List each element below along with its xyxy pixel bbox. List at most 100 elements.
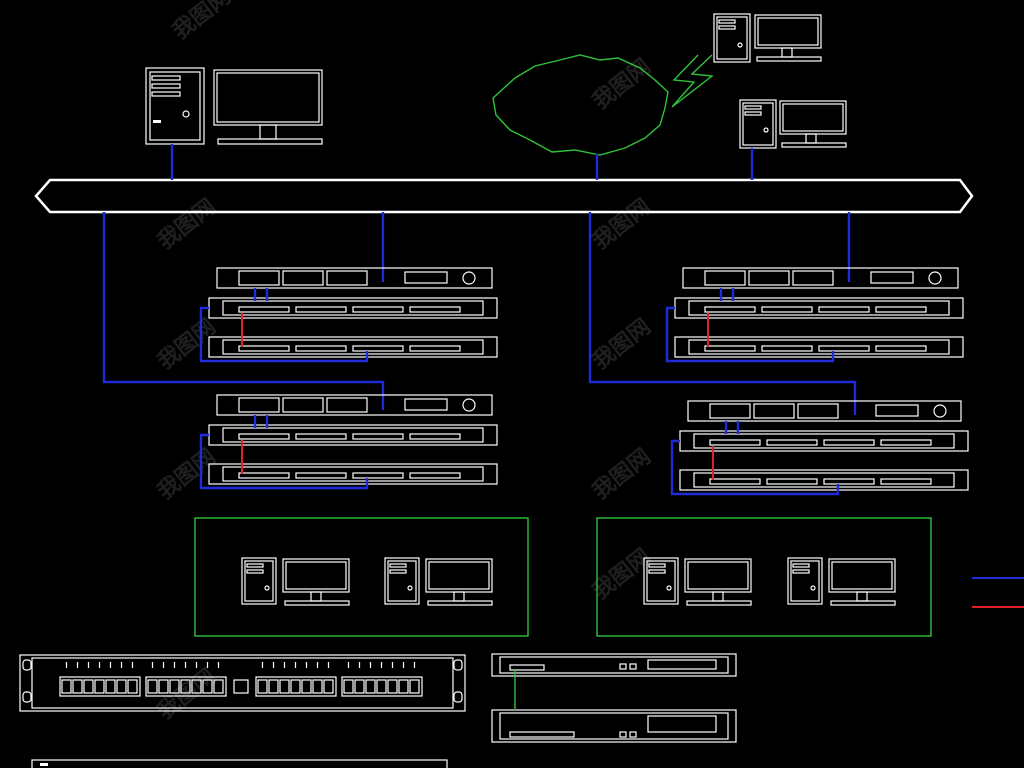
- rj45-port: [301, 679, 312, 694]
- port-block: [709, 403, 751, 419]
- rj45-port: [158, 679, 169, 694]
- port-group: [255, 676, 337, 697]
- svg-text:我图网: 我图网: [588, 314, 655, 374]
- drive-bay: [792, 563, 810, 568]
- port-strip: [238, 306, 290, 313]
- remote-workstation-2: [739, 99, 847, 149]
- bottom-device-partial: [31, 759, 448, 768]
- rj45-port: [290, 679, 301, 694]
- port-strip: [818, 345, 870, 352]
- patch-panel: [208, 336, 498, 358]
- center-port: [233, 679, 249, 694]
- drive-bay: [389, 569, 407, 574]
- display-panel: [875, 404, 919, 417]
- rj45-port: [105, 679, 116, 694]
- port-strip: [238, 345, 290, 352]
- patch-panel-face: [222, 300, 484, 316]
- drive-bay: [246, 569, 264, 574]
- monitor: [828, 558, 896, 593]
- svg-text:我图网: 我图网: [588, 54, 655, 114]
- rj45-port: [312, 679, 323, 694]
- port-strip: [238, 433, 290, 440]
- rack-2: [199, 394, 498, 490]
- switch-detail-2: [491, 709, 737, 743]
- server-workstation-left: [145, 67, 323, 145]
- equipment-racks: [199, 267, 969, 496]
- rj45-port: [323, 679, 334, 694]
- svg-text:我图网: 我图网: [153, 664, 220, 724]
- port-strip: [880, 439, 932, 446]
- port-block: [753, 403, 795, 419]
- port-block: [238, 397, 280, 413]
- switch: [216, 394, 493, 416]
- fan-icon: [928, 271, 942, 285]
- monitor: [425, 558, 493, 593]
- rj45-port: [116, 679, 127, 694]
- tower-face: [387, 560, 417, 602]
- power-button-icon: [407, 585, 413, 591]
- tower-face: [244, 560, 274, 602]
- monitor-screen: [428, 561, 490, 590]
- blue-patch-cable: [665, 306, 835, 363]
- rj45-port: [365, 679, 376, 694]
- power-button-icon: [666, 585, 672, 591]
- port-strip: [766, 439, 818, 446]
- switch-detail-1: [491, 653, 737, 677]
- rj45-port: [354, 679, 365, 694]
- patch-panel-face: [688, 300, 950, 316]
- monitor-stand: [453, 591, 465, 602]
- svg-text:我图网: 我图网: [153, 314, 220, 374]
- keyboard: [686, 600, 752, 606]
- workgroup-left: [194, 517, 529, 637]
- rj45-port: [72, 679, 83, 694]
- drive-bay: [648, 563, 666, 568]
- patch-panel-face: [693, 433, 955, 449]
- tower-face: [790, 560, 820, 602]
- workgroup-workstations: [241, 557, 896, 606]
- port-block: [282, 397, 324, 413]
- patch-panel-face: [693, 472, 955, 488]
- tower: [384, 557, 420, 605]
- port-strip: [409, 472, 461, 479]
- patch-panel-face: [222, 466, 484, 482]
- rj45-port: [94, 679, 105, 694]
- port-strip: [295, 345, 347, 352]
- rj45-port: [268, 679, 279, 694]
- port-strip: [704, 306, 756, 313]
- rj45-port: [398, 679, 409, 694]
- display-panel: [404, 398, 448, 411]
- fan-icon: [933, 404, 947, 418]
- rj45-port: [279, 679, 290, 694]
- rj45-port: [257, 679, 268, 694]
- port-group: [341, 676, 423, 697]
- port-strip: [295, 306, 347, 313]
- port-strip: [352, 345, 404, 352]
- port-strip: [823, 478, 875, 485]
- port-strip: [352, 433, 404, 440]
- port-strip: [818, 306, 870, 313]
- port-block: [326, 270, 368, 286]
- keyboard: [427, 600, 493, 606]
- monitor-stand: [712, 591, 724, 602]
- port-strip: [766, 478, 818, 485]
- fan-icon: [462, 271, 476, 285]
- rj45-port: [191, 679, 202, 694]
- rj45-port: [409, 679, 420, 694]
- drive-bay: [389, 563, 407, 568]
- rj45-port: [147, 679, 158, 694]
- workstation-3: [643, 557, 752, 606]
- patch-panel: [208, 463, 498, 485]
- remote-workstation-1: [713, 13, 822, 63]
- port-group: [59, 676, 141, 697]
- port-strip: [352, 472, 404, 479]
- power-button-icon: [810, 585, 816, 591]
- patch-panel-face: [222, 427, 484, 443]
- switch: [687, 400, 962, 422]
- port-strip: [409, 306, 461, 313]
- tower-face: [646, 560, 676, 602]
- rj45-port: [376, 679, 387, 694]
- monitor: [684, 558, 752, 593]
- monitor-stand: [856, 591, 868, 602]
- rj45-port: [169, 679, 180, 694]
- patch-panel: [674, 336, 964, 358]
